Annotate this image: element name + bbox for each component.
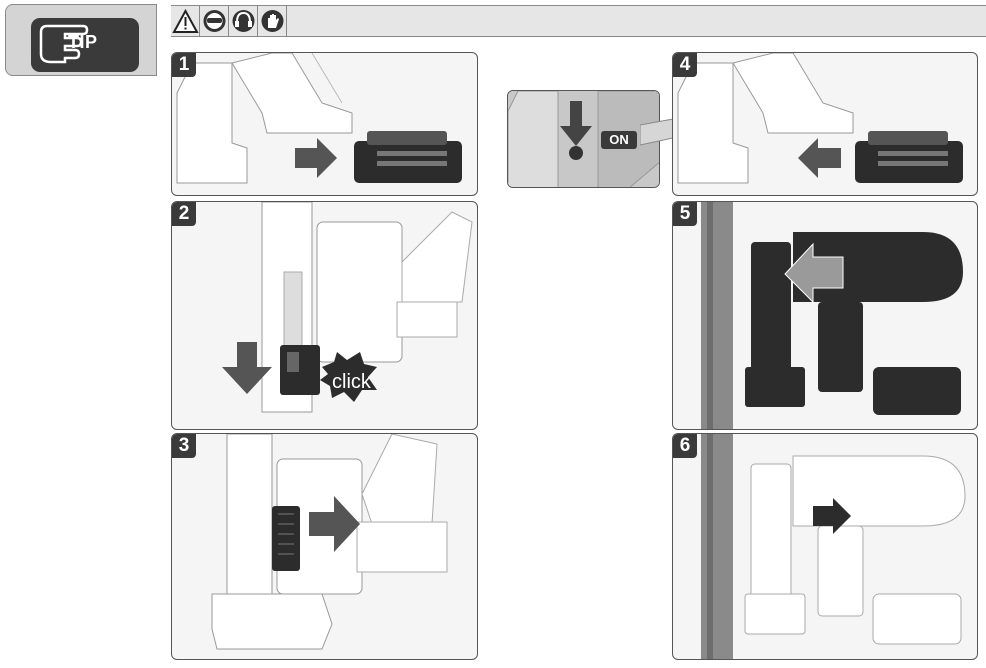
trigger-arrow-icon (813, 498, 851, 534)
step-number: 4 (673, 53, 697, 77)
battery-pack (855, 131, 963, 183)
magazine-clip (280, 345, 320, 395)
eye-protection-icon (200, 6, 229, 36)
warning-icon (171, 6, 200, 36)
step-number: 1 (172, 53, 196, 77)
magazine-lock-illustration (211, 434, 448, 650)
step-1-panel: 1 (171, 52, 478, 196)
click-burst-icon (320, 352, 377, 402)
step-5-panel: 5 (672, 201, 978, 430)
battery-pack (354, 131, 462, 183)
step-number: 3 (172, 434, 196, 458)
tip-badge: TIP (5, 4, 157, 76)
click-callout: click (332, 371, 371, 393)
battery-insert-illustration (677, 53, 963, 184)
magazine-insert-illustration (222, 202, 473, 413)
nailer-tool (745, 232, 963, 415)
position-nailer-illustration (701, 202, 963, 429)
hearing-protection-icon (229, 6, 258, 36)
arrow-right-icon (295, 138, 337, 178)
fire-nailer-illustration (701, 434, 966, 659)
arrow-down-icon (560, 101, 592, 146)
power-button-inset: ON (507, 90, 660, 188)
arrow-left-icon (798, 138, 841, 178)
step-number: 2 (172, 202, 196, 226)
arrow-down-icon (222, 342, 272, 394)
safety-icon-bar (171, 5, 986, 37)
tip-box (31, 18, 139, 72)
arrow-right-icon (309, 496, 360, 552)
magazine-latch (272, 506, 300, 571)
step-4-panel: 4 (672, 52, 978, 196)
nailer-tool (744, 455, 966, 645)
step-number: 5 (673, 202, 697, 226)
tool-battery-removal-illustration (176, 53, 462, 184)
tip-label: TIP (68, 32, 98, 52)
on-label: ON (601, 131, 637, 149)
arrow-left-icon (784, 242, 844, 304)
power-button-illustration (508, 91, 659, 187)
step-3-panel: 3 (171, 433, 478, 660)
pointing-hand-icon (39, 24, 89, 64)
step-number: 6 (673, 434, 697, 458)
step-6-panel: 6 (672, 433, 978, 660)
gloves-icon (258, 6, 287, 36)
step-2-panel: 2 (171, 201, 478, 430)
